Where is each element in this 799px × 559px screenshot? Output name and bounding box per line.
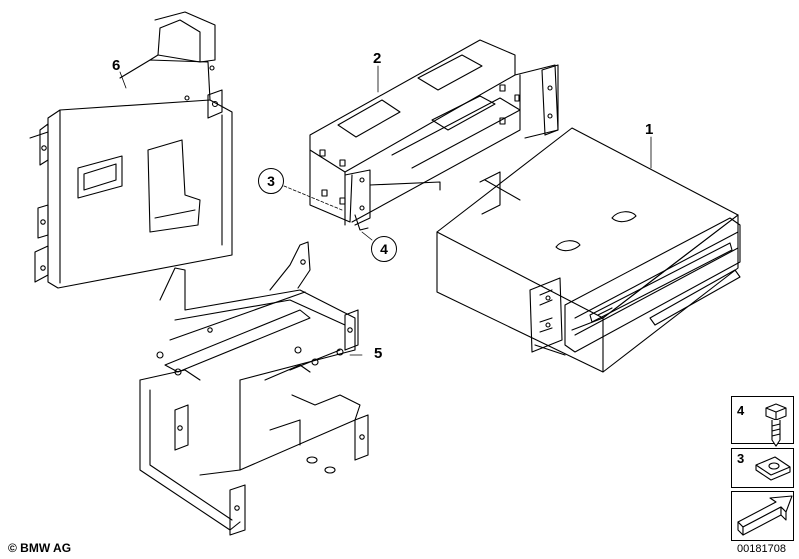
leader-line-6	[120, 72, 126, 88]
callout-part-6: 6	[112, 57, 121, 74]
direction-arrow-icon-overlay	[738, 496, 792, 535]
screw-icon-overlay	[766, 404, 786, 446]
callout-part-2: 2	[373, 50, 382, 67]
callout-part-5: 5	[374, 345, 383, 362]
leader-line-4	[362, 232, 372, 240]
callout-part-3: 3	[258, 168, 284, 194]
clip-nut-icon-overlay	[756, 457, 790, 480]
callout-part-1: 1	[645, 121, 654, 138]
leader-line-3	[284, 186, 342, 210]
part-6-mounting-plate	[30, 12, 232, 288]
part-1-drive-unit	[437, 128, 740, 372]
diagram-id: 00181708	[737, 543, 786, 555]
part-5-lower-bracket	[140, 242, 368, 535]
leader-lines	[120, 66, 651, 355]
copyright-text: © BMW AG	[8, 541, 72, 555]
part-2-frame-cage	[310, 40, 558, 230]
legend-label-4: 4	[737, 403, 745, 418]
callout-part-4: 4	[371, 236, 397, 262]
legend-box-screw	[731, 396, 794, 444]
legend-label-3: 3	[737, 451, 745, 466]
